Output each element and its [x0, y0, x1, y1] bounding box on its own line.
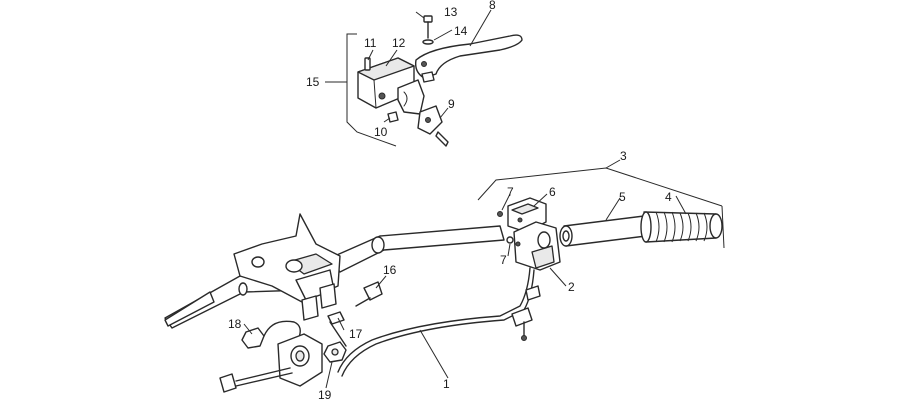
callout-labels: 1 2 3 4 5 6 7 7 8 9 10 11 12 13 14 15 16…	[228, 0, 672, 400]
callout-10: 10	[374, 125, 388, 139]
leader-19	[325, 361, 333, 389]
lower-mount	[219, 281, 383, 393]
callout-18: 18	[228, 317, 242, 331]
clamp-bolt	[435, 131, 449, 147]
strap	[263, 320, 301, 341]
callout-15: 15	[306, 75, 320, 89]
leader-13	[415, 11, 425, 19]
callout-17: 17	[349, 327, 363, 341]
throttle-assembly	[243, 159, 725, 389]
leader-18	[243, 323, 253, 335]
callout-11: 11	[364, 36, 377, 50]
callout-6: 6	[549, 185, 556, 199]
leader-6	[533, 193, 548, 207]
group-15-bracket	[346, 33, 397, 147]
leader-10	[383, 117, 391, 123]
callout-7-lower: 7	[500, 253, 507, 267]
leader-12	[385, 49, 398, 67]
handlebar-clamp	[233, 213, 341, 321]
screw-7-upper	[497, 211, 503, 217]
leader-3	[605, 159, 621, 169]
callout-4: 4	[665, 190, 672, 204]
leader-4	[675, 195, 687, 215]
leader-14	[433, 29, 453, 41]
callout-9: 9	[448, 97, 455, 111]
clamp-half-9	[417, 105, 443, 135]
screw-7-lower	[506, 236, 514, 244]
washer-14	[422, 39, 434, 45]
callout-1: 1	[443, 377, 450, 391]
leader-8	[469, 9, 492, 47]
leader-2	[549, 267, 567, 287]
nut-18	[241, 327, 265, 349]
throttle-tube	[559, 215, 647, 247]
leader-16	[375, 275, 387, 289]
leader-7a	[501, 193, 511, 211]
callout-16: 16	[383, 263, 397, 277]
pivot-bolt-13	[423, 15, 433, 39]
nut-10	[387, 111, 399, 123]
leader-17	[337, 317, 345, 331]
screw-11	[364, 57, 371, 71]
leader-1	[419, 329, 449, 379]
group-3-bracket-side	[721, 205, 725, 249]
callout-13: 13	[444, 5, 458, 19]
callout-5: 5	[619, 190, 626, 204]
throttle-grip	[640, 211, 723, 243]
callout-2: 2	[568, 280, 575, 294]
throttle-cable	[337, 267, 541, 377]
leader-7b	[507, 243, 511, 257]
leader-9	[439, 107, 449, 119]
leader-5	[605, 197, 621, 221]
callout-19: 19	[318, 388, 332, 400]
callout-7-upper: 7	[507, 185, 514, 199]
callout-8: 8	[489, 0, 496, 12]
master-cylinder-assembly	[325, 9, 523, 147]
group-3-bracket	[477, 167, 723, 207]
callout-12: 12	[392, 36, 406, 50]
callout-14: 14	[454, 24, 468, 38]
switch-housing-lower	[513, 221, 561, 271]
callout-3: 3	[620, 149, 627, 163]
lever-nut	[421, 71, 435, 83]
leader-11	[367, 49, 374, 61]
